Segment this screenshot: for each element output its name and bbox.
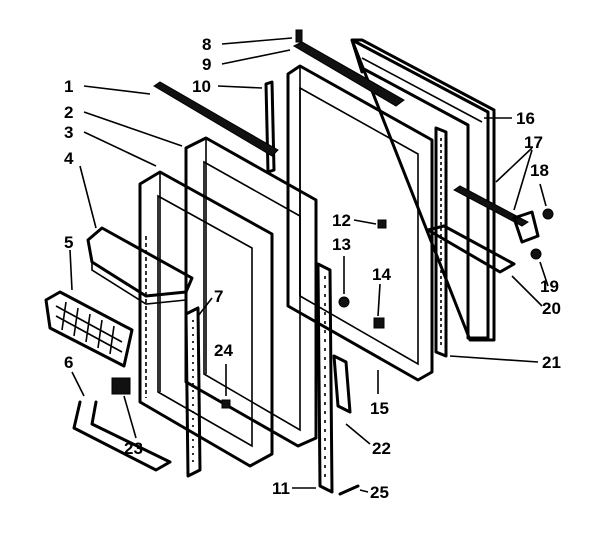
part-6-handle [72, 400, 172, 472]
callout-7: 7 [214, 287, 223, 306]
callout-22: 22 [372, 439, 391, 458]
callout-20: 20 [542, 299, 561, 318]
part-1-top-rail [153, 81, 279, 157]
part-20-bracket [426, 224, 516, 274]
part-22-hinge-bracket [332, 354, 352, 414]
callout-11: 11 [272, 479, 290, 498]
callout-labels: 1 2 3 4 5 6 7 8 9 10 11 12 13 14 15 16 1… [64, 35, 561, 502]
callout-3: 3 [64, 123, 73, 142]
callout-23: 23 [124, 439, 143, 458]
callout-24: 24 [214, 341, 233, 360]
part-25-screw [338, 484, 360, 496]
part-3-inner-liner [138, 170, 274, 468]
part-18-screw [542, 208, 554, 220]
callout-25: 25 [370, 483, 389, 502]
callout-19: 19 [540, 277, 559, 296]
part-14-clip [373, 317, 385, 329]
part-17-hinge-assembly [426, 185, 554, 274]
part-5-basket [44, 290, 134, 368]
part-21-trim-strip [434, 126, 448, 358]
callout-8: 8 [202, 35, 211, 54]
leader-lines [69, 37, 549, 493]
part-10-hinge-bar [264, 80, 276, 174]
callout-1: 1 [64, 77, 73, 96]
part-16-door-gasket [350, 38, 496, 342]
part-2-door-liner [184, 136, 318, 448]
part-4-shelf [86, 226, 194, 305]
fasteners [221, 219, 387, 409]
callout-21: 21 [542, 353, 561, 372]
part-19-screw [530, 248, 542, 260]
callout-14: 14 [372, 265, 391, 284]
part-15-outer-door-panel [286, 64, 434, 382]
callout-18: 18 [530, 161, 549, 180]
part-24-screw [221, 399, 231, 409]
callout-2: 2 [64, 103, 73, 122]
part-7-vertical-strip [184, 306, 202, 478]
callout-13: 13 [332, 235, 351, 254]
part-12-screw [377, 219, 387, 229]
part-23-clip [111, 377, 131, 395]
callout-10: 10 [192, 77, 211, 96]
part-11-lower-bar [316, 262, 334, 494]
callout-15: 15 [370, 399, 389, 418]
callout-4: 4 [64, 149, 74, 168]
part-8-screw [295, 29, 303, 43]
part-9-top-seal [292, 41, 405, 107]
callout-16: 16 [516, 109, 535, 128]
callout-6: 6 [64, 353, 73, 372]
callout-5: 5 [64, 233, 73, 252]
callout-12: 12 [332, 211, 351, 230]
callout-17: 17 [524, 133, 543, 152]
callout-9: 9 [202, 55, 211, 74]
part-13-washer [338, 296, 350, 308]
